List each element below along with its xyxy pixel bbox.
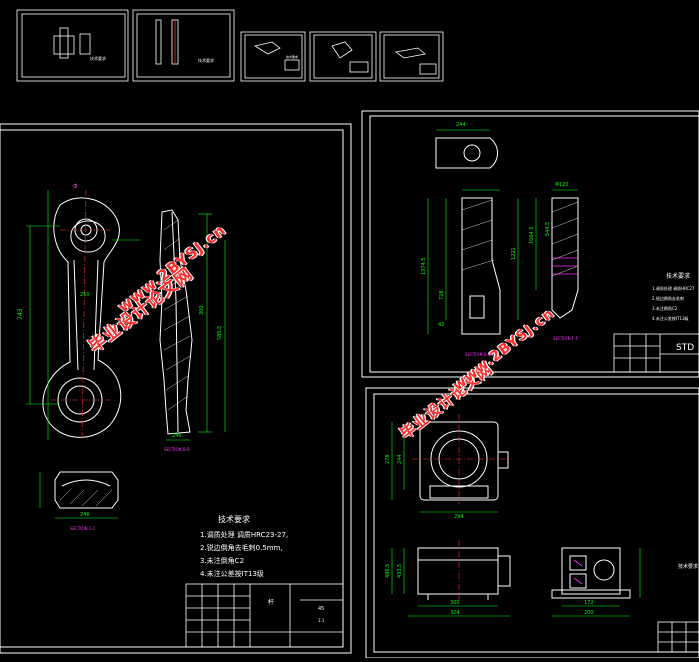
rt-title-block <box>613 333 699 373</box>
rb-side-dimensions <box>552 548 641 617</box>
dim-rt-w1: 42 <box>438 322 444 328</box>
dim-rb-left-h: 278 <box>385 454 391 464</box>
thumbnail-2-notes: 技术要求 <box>198 57 214 63</box>
title-block-name: 杆 <box>268 598 274 606</box>
dim-right-height: 585.5 <box>217 326 223 340</box>
rb-top-dimensions <box>391 422 498 513</box>
dim-length: 743 <box>17 308 24 320</box>
dim-rt-h2: 1221 <box>511 247 517 260</box>
rt-notes-title: 技术要求 <box>666 272 690 280</box>
main-notes-title: 技术要求 <box>218 514 250 524</box>
right-top-hatch-left <box>461 199 495 271</box>
thumbnail-sheet-3[interactable] <box>240 31 306 82</box>
dim-rb-side-w2: 200 <box>584 610 594 616</box>
main-title-block <box>185 583 344 648</box>
dim-rt-h5: 544.5 <box>545 222 551 236</box>
right-top-magenta-marks <box>552 257 578 275</box>
title-block-material: 45 <box>318 606 324 612</box>
dim-rt-top: 244 <box>456 122 466 128</box>
thumbnail-sheet-4[interactable] <box>309 31 377 82</box>
rt-notes-line-3: 3.未注倒角C2 <box>652 305 678 311</box>
section-c-hatch <box>59 489 113 507</box>
side-view-hatch <box>163 219 191 411</box>
right-top-sheet-frame <box>361 110 699 378</box>
side-view-label: SECTION B-B <box>164 447 190 452</box>
section-c-dimensions <box>39 472 118 519</box>
rb-top-centerlines <box>412 414 512 504</box>
right-top-dimensions <box>427 129 578 334</box>
dim-rb-bot-w2: 324 <box>450 610 460 616</box>
connecting-rod-side-view <box>159 209 193 435</box>
dim-rb-bot-h: 486.5 <box>385 564 391 578</box>
dim-section: 250 <box>80 292 90 298</box>
rt-notes-line-2: 2.锐边倒角去毛刺 <box>652 295 684 301</box>
rt-notes-line-4: 4.未注公差按IT13级 <box>652 315 689 321</box>
rb-title-block <box>657 621 699 653</box>
dim-rb-side-w: 172 <box>584 600 594 606</box>
right-top-part-top-view <box>435 137 498 169</box>
dim-rt-h4: 728 <box>439 290 445 300</box>
side-view-dimensions <box>166 213 226 441</box>
rb-notes-title: 技术要求 <box>678 563 698 570</box>
rb-side-view <box>551 547 631 599</box>
right-top-part-left-view <box>461 197 501 335</box>
dim-bottom-width: 246 <box>80 512 90 518</box>
dim-top-diameter: Φ <box>73 183 78 190</box>
dim-rb-bot-w3: 300 <box>450 600 460 606</box>
dim-rb-bot-h2: 433.5 <box>397 564 403 578</box>
rt-label-right: SECTION F-F <box>553 336 579 341</box>
main-notes-line-2: 2.锐边倒角去毛刺0.5mm, <box>200 543 283 552</box>
right-top-part-right-view <box>551 197 579 319</box>
dim-rt-d1: Φ120 <box>555 182 568 188</box>
dim-right-width: 300 <box>199 305 205 315</box>
front-view-centerlines <box>50 189 112 441</box>
rt-label-left: SECTION E-E <box>465 352 491 357</box>
dim-rb-bottom-w: 294 <box>454 514 464 520</box>
thumbnail-sheet-1[interactable] <box>16 9 129 82</box>
rt-title-std: STD <box>676 343 694 353</box>
thumbnail-1-notes: 技术要求 <box>90 55 106 61</box>
main-notes-line-1: 1.调质处理 调质HRC23-27, <box>200 530 288 539</box>
section-c-label: SECTION C-C <box>70 526 96 531</box>
rt-notes-line-1: 1.调质处理 调质HRC27 <box>652 285 695 291</box>
dim-rb-left-h2: 244 <box>397 454 403 464</box>
thumbnail-3-notes: 技术要求 <box>286 54 298 59</box>
dim-rt-h3: 1064.5 <box>529 227 535 245</box>
main-sheet-frame <box>0 123 352 654</box>
rb-front-view <box>417 547 511 600</box>
rb-top-view <box>419 421 509 501</box>
main-notes-line-4: 4.未注公差按IT13级 <box>200 569 264 578</box>
thumbnail-sheet-2[interactable] <box>132 9 235 82</box>
right-top-hatch-right <box>551 201 579 277</box>
main-notes-line-3: 3.未注倒角C2 <box>200 556 244 565</box>
rb-front-dimensions <box>391 548 510 617</box>
section-c-view <box>54 471 119 509</box>
rb-side-magenta <box>573 559 583 585</box>
title-block-scale: 1:1 <box>318 618 325 623</box>
front-view-dimensions <box>26 190 140 440</box>
thumbnail-sheet-5[interactable] <box>379 31 444 82</box>
dim-rt-h1: 1374.5 <box>421 258 427 276</box>
dim-base: 246 <box>172 433 182 439</box>
